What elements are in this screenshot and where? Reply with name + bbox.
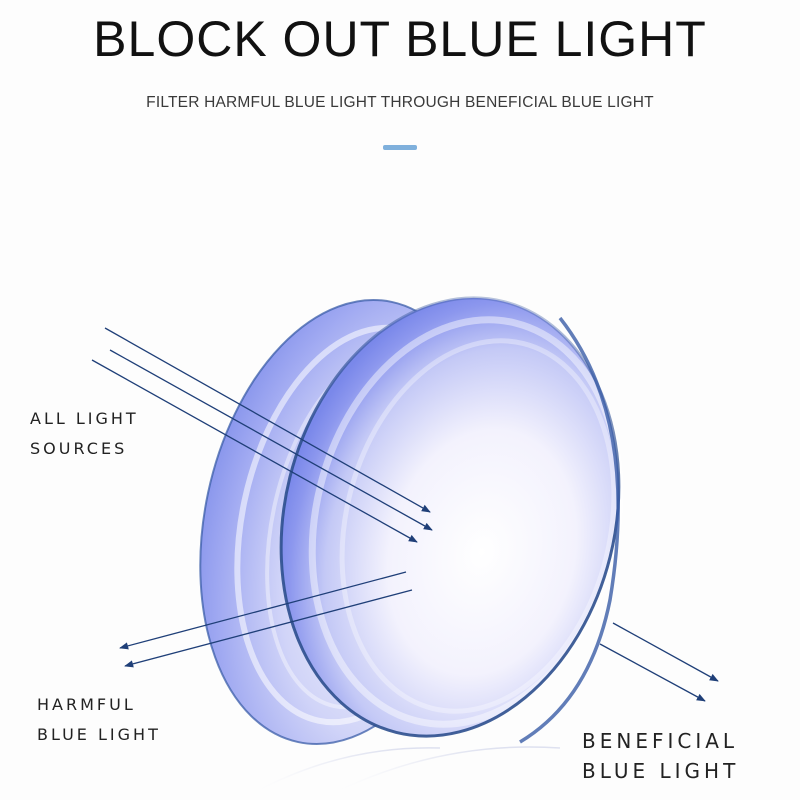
label-line: BLUE LIGHT [582, 759, 740, 783]
lens-reflection [249, 746, 561, 796]
label-line: SOURCES [30, 439, 128, 458]
incoming-arrow-2 [109, 349, 433, 531]
label-line: HARMFUL [37, 695, 136, 714]
page-subtitle: FILTER HARMFUL BLUE LIGHT THROUGH BENEFI… [146, 94, 654, 111]
accent-divider [383, 145, 417, 150]
label-line: BENEFICIAL [582, 729, 739, 753]
reflected-arrow-2 [124, 589, 413, 668]
label-harmful-blue-light: HARMFUL BLUE LIGHT [37, 690, 161, 750]
front-lens [279, 296, 624, 744]
label-line: ALL LIGHT [30, 409, 139, 428]
reflected-light-arrows [119, 571, 413, 668]
incoming-arrow-3 [91, 359, 418, 543]
transmitted-light-arrows [599, 622, 719, 702]
label-beneficial-blue-light: BENEFICIAL BLUE LIGHT [582, 726, 739, 786]
incoming-light-arrows [91, 327, 433, 543]
reflected-arrow-1 [119, 571, 407, 650]
label-all-light-sources: ALL LIGHT SOURCES [30, 404, 139, 464]
label-line: BLUE LIGHT [37, 725, 161, 744]
transmitted-arrow-1 [612, 622, 719, 682]
transmitted-arrow-2 [599, 643, 706, 702]
incoming-arrow-1 [104, 327, 431, 513]
page-title: BLOCK OUT BLUE LIGHT [93, 11, 707, 67]
